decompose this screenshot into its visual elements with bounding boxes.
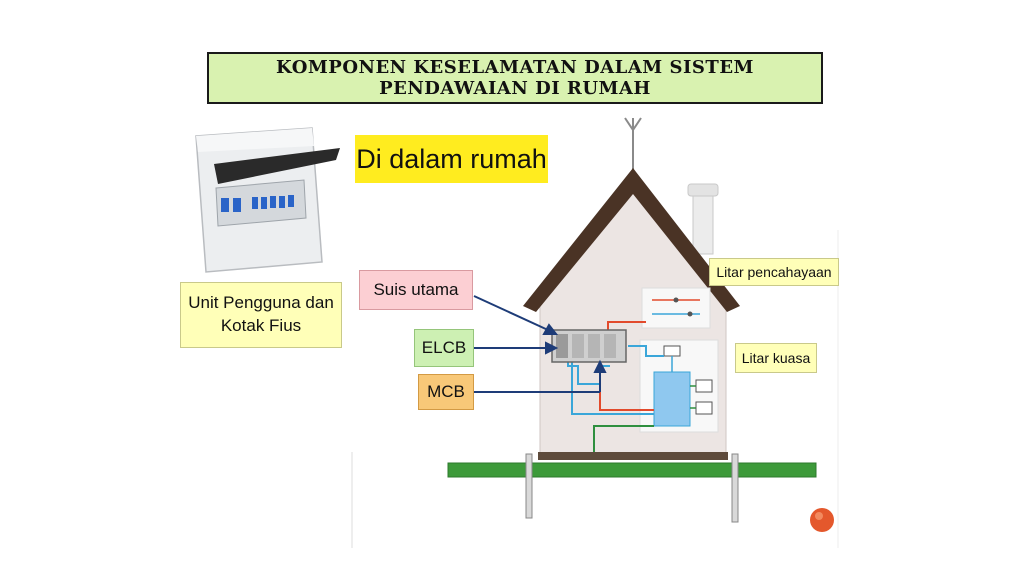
power-circuit-label: Litar kuasa — [735, 343, 817, 373]
consumer-unit-label-line2: Kotak Fius — [220, 316, 302, 335]
lighting-circuit-panel — [641, 287, 711, 329]
elcb-label: ELCB — [414, 329, 474, 367]
slide-bullet-highlight — [815, 512, 823, 520]
house-roof — [523, 168, 740, 312]
consumer-unit-image — [195, 127, 340, 273]
house-foundation — [538, 452, 728, 460]
page-title: KOMPONEN KESELAMATAN DALAM SISTEM PENDAW… — [207, 52, 823, 104]
main-switch-label: Suis utama — [359, 270, 473, 310]
earth-rod — [731, 453, 739, 523]
consumer-unit-label-line1: Unit Pengguna dan — [188, 293, 334, 313]
distribution-board — [551, 329, 627, 363]
section-subtitle: Di dalam rumah — [355, 135, 548, 183]
slide-bullet-icon — [810, 508, 834, 532]
lighting-circuit-label: Litar pencahayaan — [709, 258, 839, 286]
mcb-label: MCB — [418, 374, 474, 410]
chimney — [687, 183, 719, 255]
antenna — [624, 117, 642, 170]
ground-strip — [447, 462, 817, 478]
consumer-unit-label: Unit Pengguna dan Kotak Fius — [180, 282, 342, 348]
power-circuit-panel — [639, 339, 719, 433]
earth-rod — [525, 453, 533, 519]
pointer-arrows — [473, 295, 607, 393]
